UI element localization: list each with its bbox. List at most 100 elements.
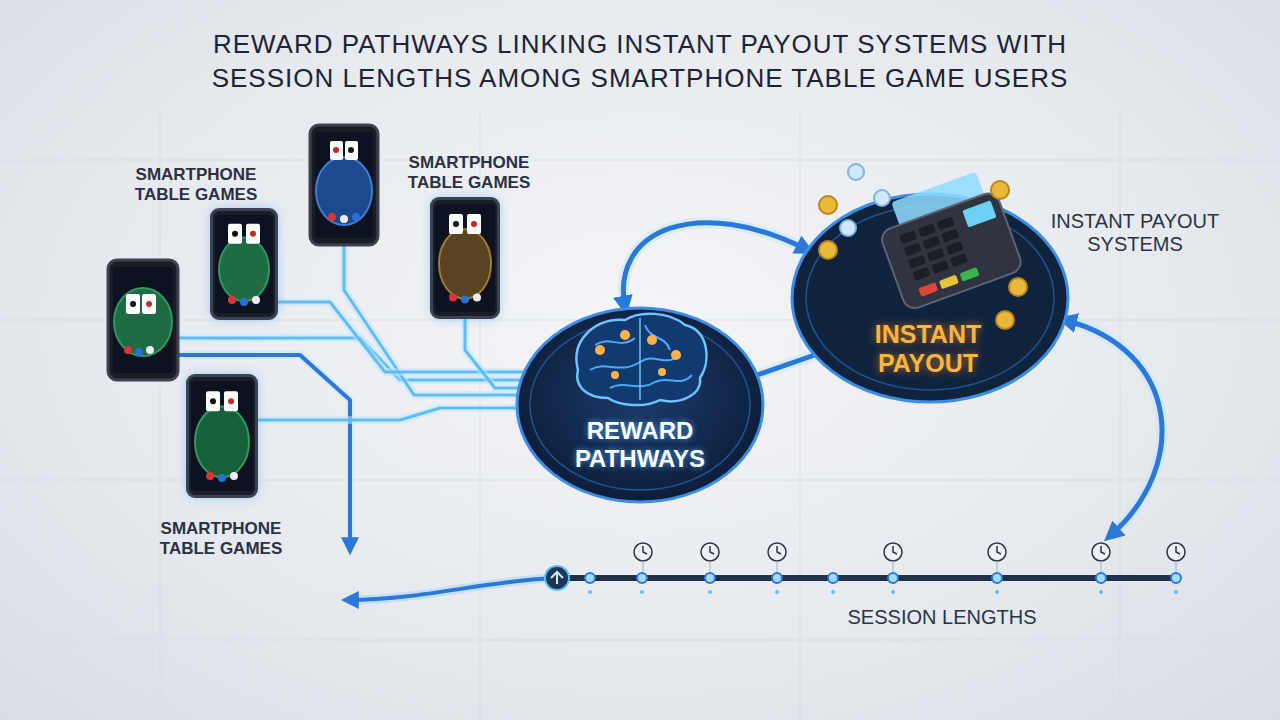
payment-terminal [937,217,955,231]
coin [996,311,1014,329]
timeline [992,573,1002,583]
timeline [710,546,714,554]
timeline [708,590,712,594]
system-heading: INSTANT PAYOUT SYSTEMS [1042,210,1228,256]
payment-terminal [950,253,968,267]
payout-circle: INSTANT PAYOUTINSTANT PAYOUT SYSTEMS [790,192,1070,404]
payment-terminal [962,200,996,227]
background-grid [0,640,1280,641]
phone-screen [246,224,260,244]
phone-screen [206,472,214,480]
coin [819,164,1027,329]
phone-screen [213,211,275,317]
phone-illustration [124,346,132,354]
phone-illustration [352,213,360,221]
payment-terminal [960,267,980,282]
phone-node: SMARTPHONE TABLE GAMES [186,374,258,498]
timeline [1101,561,1102,572]
timeline [1092,543,1110,561]
coin [848,164,864,180]
reward-label: REWARD PATHWAYS [560,417,720,472]
timeline [777,561,778,572]
background-grid [1120,110,1121,720]
brain-icon [576,314,706,405]
phone-illustration [348,147,354,153]
phone-illustration [330,141,343,160]
timeline [777,546,781,554]
phone-screen [453,221,459,227]
phone-screen [195,407,249,478]
coin [819,241,837,259]
timeline-label: SESSION LENGTHS [812,606,1072,629]
payment-terminal [927,248,945,262]
payment-terminal [871,168,1024,312]
payment-terminal [899,230,917,244]
payment-terminal [918,223,936,237]
timeline [884,543,902,561]
phone-screen [228,224,242,244]
payment-terminal [904,242,922,256]
phone-label: SMARTPHONE TABLE GAMES [106,165,286,204]
timeline [710,561,711,572]
phone-illustration [114,288,172,356]
payment-terminal [922,236,940,250]
timeline [640,590,644,594]
timeline [701,543,719,561]
connector-glow [1065,320,1162,536]
timeline [1167,543,1185,561]
payment-terminal [946,241,964,255]
timeline [995,590,999,594]
phone-screen [219,238,269,302]
connector-glow [757,355,814,375]
phone-screen [433,200,497,316]
payment-terminal [908,255,926,269]
brain-icon [647,335,657,345]
timeline [1176,561,1177,572]
timeline [1176,546,1180,554]
phone-illustration [316,157,372,225]
phone-illustration [126,294,140,314]
phone-screen [240,298,248,306]
phone-screen [467,214,481,234]
timeline [888,573,898,583]
timeline [1096,573,1106,583]
coin [991,181,1009,199]
phone-node: SMARTPHONE TABLE GAMES [210,208,278,320]
phone-screen [250,231,256,237]
background-grid [0,110,1280,720]
phone-screen [439,229,491,299]
timeline [997,561,998,572]
phone-screen [210,398,216,404]
reward-disc [517,308,763,502]
coin [874,190,890,206]
phone-illustration [135,348,143,356]
phone-illustration [340,215,348,223]
timeline [891,590,895,594]
timeline [893,561,894,572]
phone-illustration [146,301,152,307]
timeline-band: SESSION LENGTHS [545,536,1190,640]
timeline [705,573,715,583]
connector-arrow [1065,320,1162,536]
phone-screen [252,296,260,304]
phone-screen [218,474,226,482]
phone-screen [232,231,238,237]
timeline [637,573,647,583]
phone-node: SMARTPHONE TABLE GAMES [430,197,500,319]
coin [819,196,837,214]
phone-illustration [130,301,136,307]
phone-illustration [108,260,178,380]
background-grid [800,110,801,720]
connector-arrow [757,355,814,375]
timeline [988,543,1006,561]
connector-glow [465,319,519,388]
timeline [997,546,1001,554]
circuit-line [348,578,553,600]
phone-screen [435,204,495,312]
timeline [588,590,592,594]
phone-screen [191,381,253,491]
timeline [585,573,595,583]
timeline [643,561,644,572]
